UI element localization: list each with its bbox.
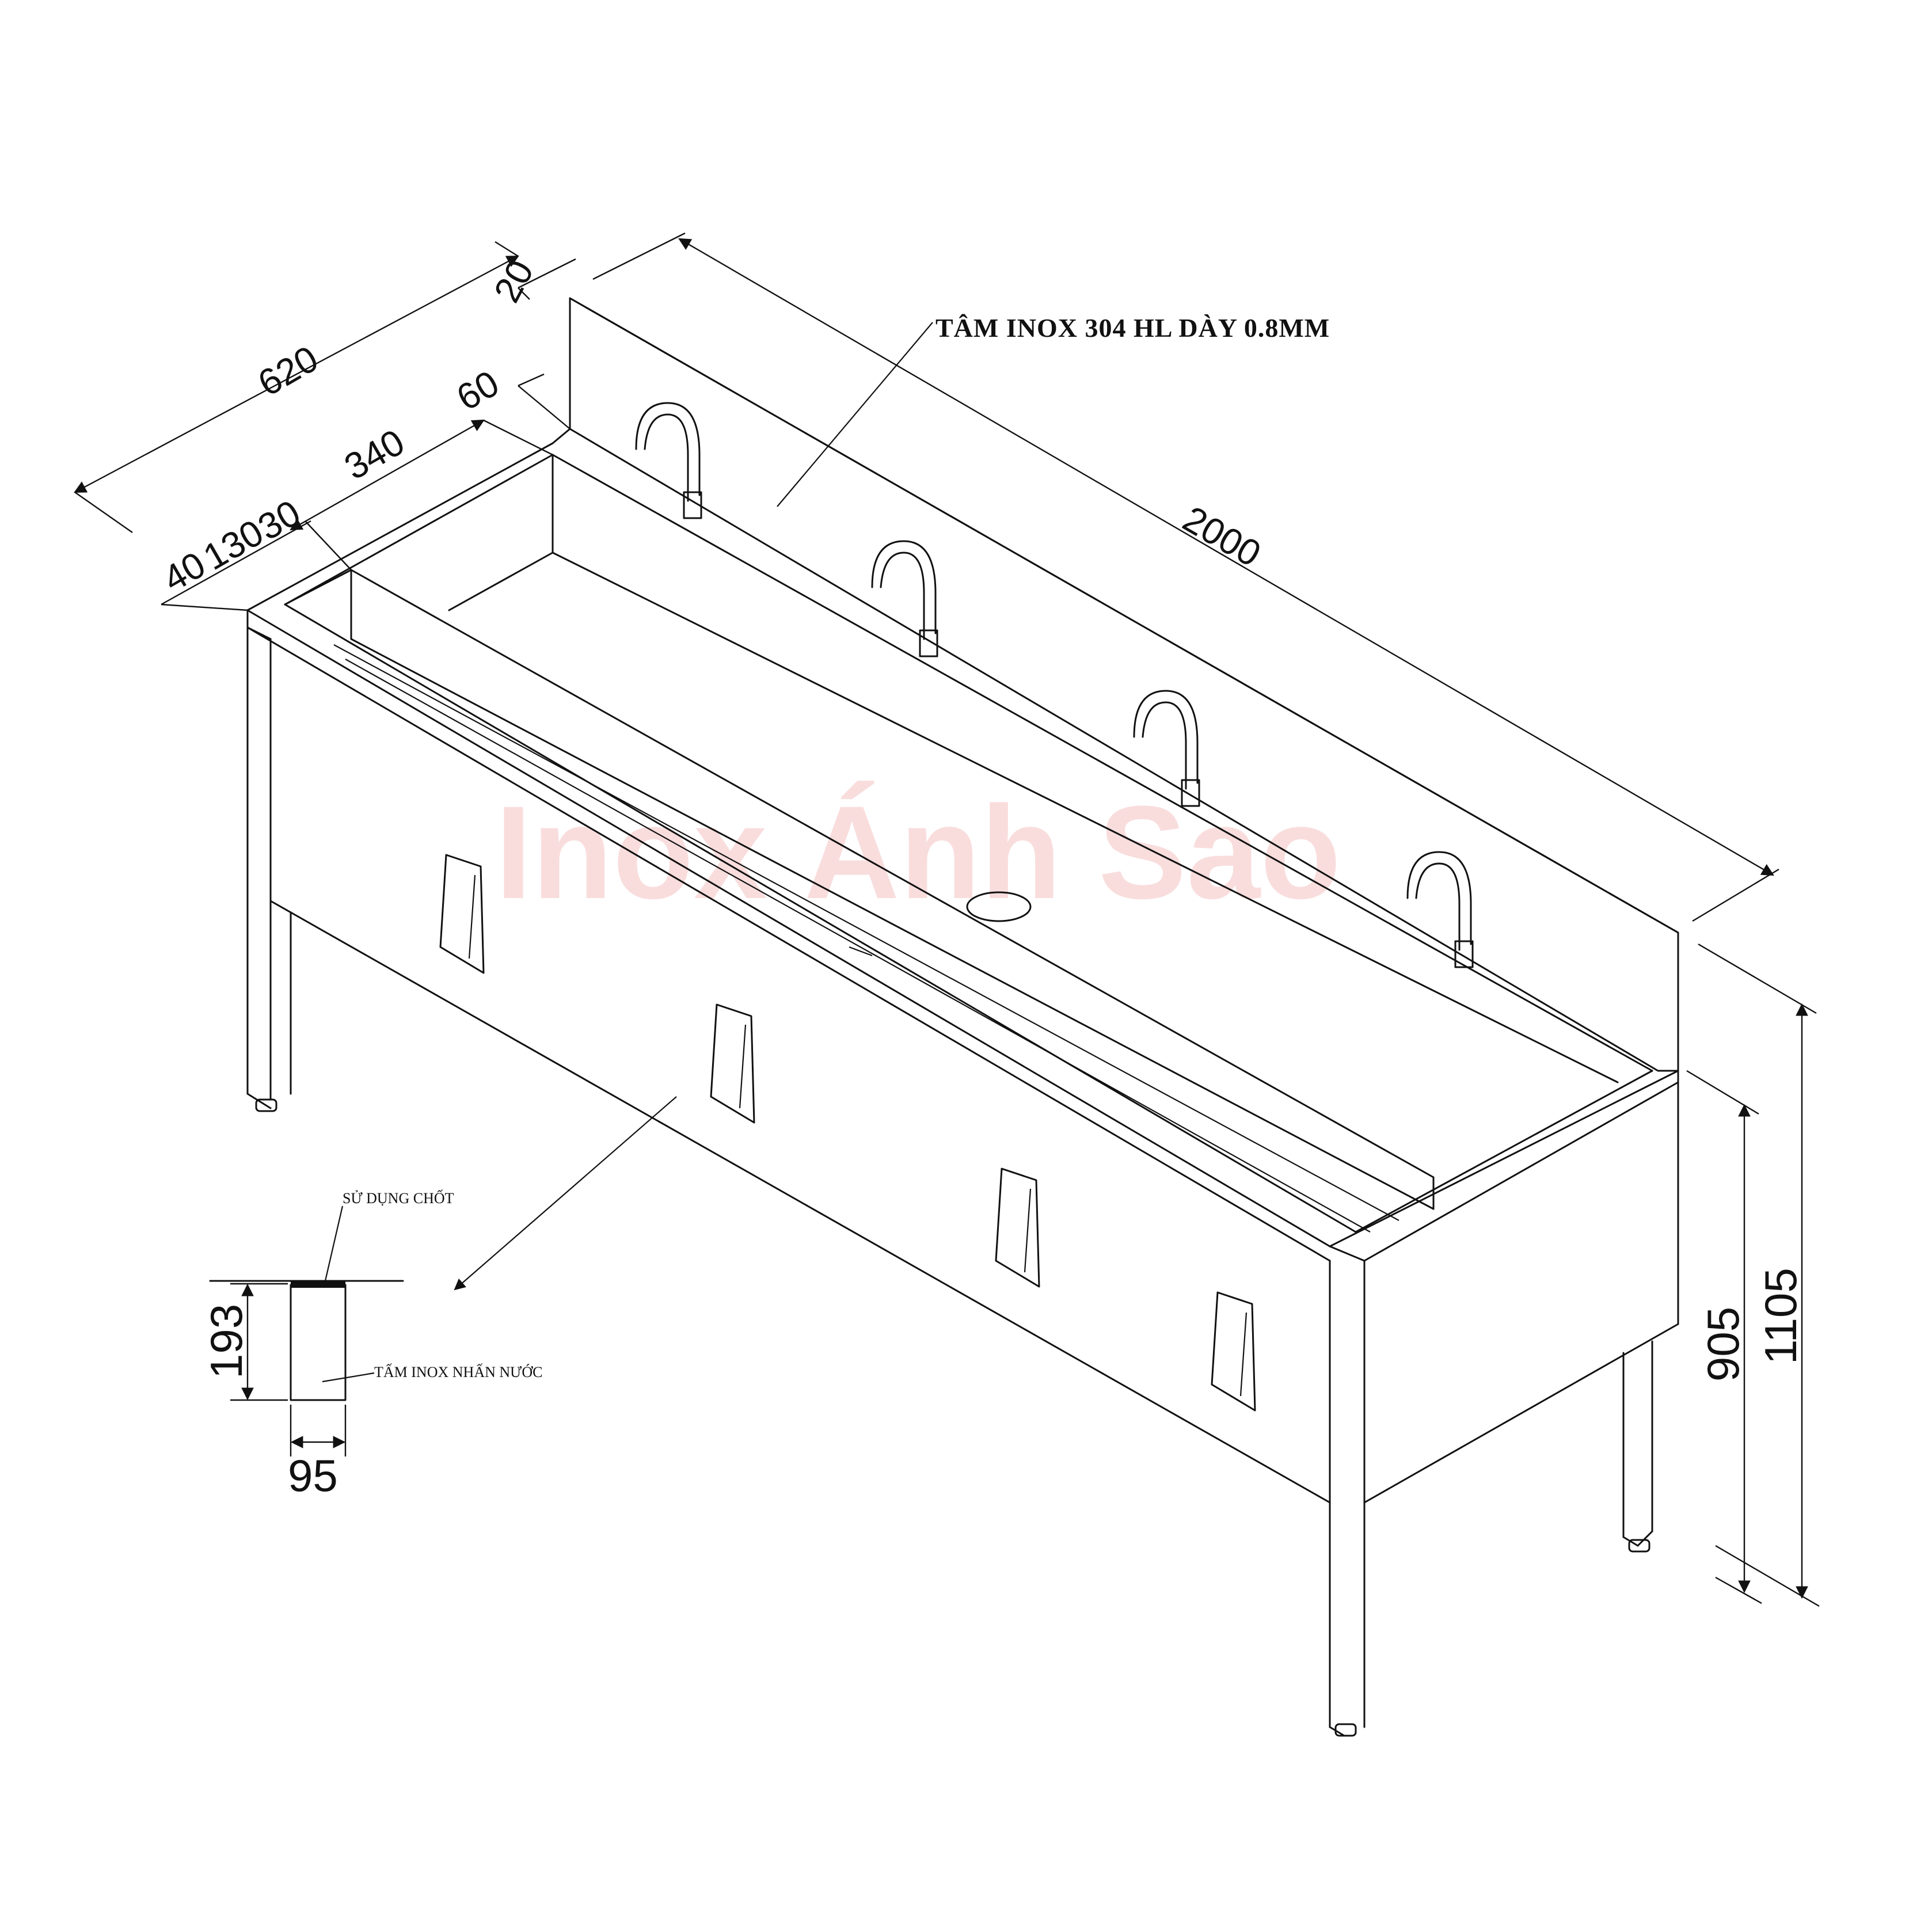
drain-hole — [966, 891, 1032, 922]
dim-backsplash-offset: 60 — [450, 362, 571, 429]
counter-top — [246, 428, 1679, 1262]
pedal-2-icon — [710, 1003, 755, 1124]
leg-back-right — [1622, 1340, 1653, 1553]
note-water-plate: TẤM INOX NHẤN NƯỚC — [374, 1364, 542, 1380]
front-apron — [246, 626, 1679, 1728]
foot-pedals — [439, 854, 1256, 1412]
dim-height-counter: 905 — [1686, 1070, 1762, 1604]
dim-backsplash-thickness: 20 — [486, 253, 576, 309]
leg-front-right — [1329, 1501, 1366, 1737]
backsplash-panel — [569, 297, 1679, 1072]
dim-height-total: 1105 — [1698, 943, 1820, 1607]
pedal-detail: 193 95 SỬ DỤNG CHỐT TẤM INOX NHẤN NƯỚC — [201, 1190, 542, 1501]
dim-backsplash-thickness-label: 20 — [486, 253, 542, 309]
note-pin-usage: SỬ DỤNG CHỐT — [343, 1190, 454, 1207]
leader-pedal-detail — [454, 1096, 677, 1291]
pedal-1-icon — [439, 854, 485, 974]
pedal-4-icon — [1211, 1291, 1256, 1412]
dim-pedal-width-label: 95 — [288, 1450, 338, 1501]
leg-front-left — [246, 900, 292, 1112]
pedal-detail-plate — [290, 1284, 347, 1401]
dim-depth-label: 620 — [251, 337, 325, 404]
dim-height-counter-label: 905 — [1698, 1307, 1748, 1382]
dim-height-total-label: 1105 — [1755, 1268, 1806, 1364]
dim-length-label: 2000 — [1176, 498, 1268, 575]
note-panel-material: TÂM INOX 304 HL DÀY 0.8MM — [935, 313, 1330, 343]
dim-pedal-height-label: 193 — [201, 1304, 252, 1379]
dim-basin-width: 340 — [290, 419, 553, 531]
pedal-3-icon — [995, 1167, 1040, 1288]
dim-backsplash-offset-label: 60 — [450, 362, 506, 419]
dim-basin-width-label: 340 — [337, 421, 411, 488]
legs — [246, 900, 1653, 1737]
pedal-detail-pin — [291, 1281, 345, 1288]
dim-rim-details: 40 130 30 — [156, 492, 352, 611]
